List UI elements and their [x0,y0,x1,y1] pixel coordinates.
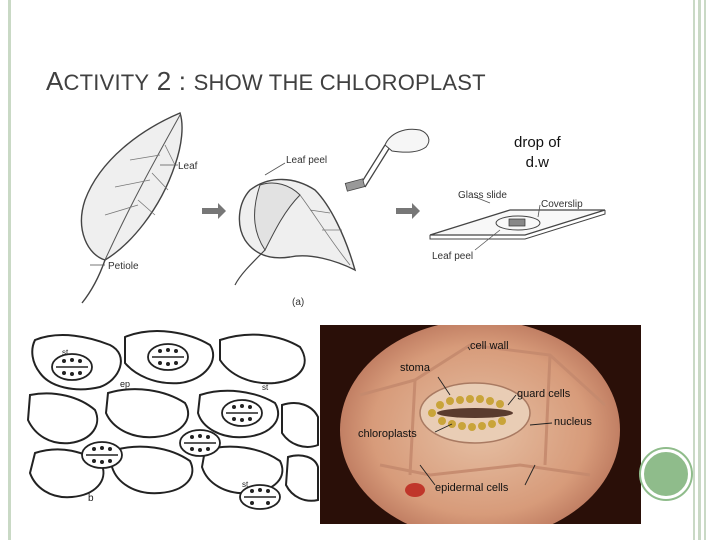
leaf-peel-diagram: Leaf Petiole Leaf peel Glass slide Cover… [80,112,606,308]
st-label: st [262,383,269,392]
title-first-letter: A [46,66,64,96]
glass-slide-edge [429,210,606,240]
red-spot [405,483,425,497]
cell-wall-label: cell wall [470,340,509,352]
hand [384,128,430,153]
cell-outline [104,388,190,439]
cell-wall-line [359,343,607,407]
stoma [239,484,281,510]
title-number: 2 : [149,66,194,96]
cell-outline [31,334,122,391]
cell-wall-line [408,379,417,476]
figure-caption: (a) [292,297,304,308]
petiole [234,249,266,286]
stoma [51,353,93,381]
guard-cells-label: guard cells [517,388,571,400]
folded-leaf-peel [254,182,301,251]
nucleus-label: nucleus [554,416,592,428]
cell-outline [196,389,280,439]
cell-outline [219,333,306,385]
b-label: b [88,493,94,504]
cell-outline [284,454,319,502]
leaf-label: Leaf [178,161,198,172]
leader-line [474,196,491,204]
stomata-drawing: ep st st st b [26,330,319,510]
note-line: d.w [525,154,550,171]
cell-outline [26,392,99,445]
decorative-circle [641,449,691,499]
title-text: CTIVITY [63,70,150,95]
st-label: st [242,480,249,489]
cell-outline [124,330,215,385]
right-frame-line [693,0,695,540]
leader-line [419,464,436,486]
peel-strip [344,178,366,192]
stoma [221,399,263,427]
leader-line [437,376,451,396]
leaf-peel-label: Leaf peel [286,155,327,166]
leaf-outline [80,112,183,261]
arrow-icon [202,203,226,219]
cell-wall-line [379,463,591,477]
leader-line [474,229,501,251]
title-text: SHOW THE CHLOROPLAST [193,70,486,95]
leader-line [264,162,286,176]
leader-line [529,422,553,426]
leaf-vein [104,144,176,216]
petiole [81,259,106,304]
cell-outline [28,448,105,499]
stoma-label: stoma [400,362,431,374]
chloroplasts-label: chloroplasts [358,428,417,440]
slide-title: ACTIVITY 2 : SHOW THE CHLOROPLAST [46,66,486,97]
petiole-label: Petiole [108,261,139,272]
right-frame-line [704,0,706,540]
leaf-peel-label: Leaf peel [432,251,473,262]
right-frame-line [698,0,701,540]
ep-label: ep [120,379,130,389]
glass-slide-label: Glass slide [458,190,507,201]
stoma [147,343,189,371]
leader-line [434,423,453,433]
cell-outline [281,402,319,448]
left-frame-line [8,0,11,540]
stoma [179,429,221,457]
leaf-midrib [104,114,181,261]
stoma [81,441,123,469]
forceps [359,144,391,188]
coverslip-circle [495,215,541,231]
st-label: st [62,348,69,357]
cell-outline [200,445,284,495]
stoma-pore [437,408,513,418]
leader-line [467,346,471,351]
chloroplast-cluster [428,395,506,431]
drop-note: drop of d.w [514,133,561,173]
cell-outline [110,445,194,495]
coverslip-label: Coverslip [541,199,583,210]
leaf-vein [299,194,351,266]
note-line: drop of [514,134,561,151]
peel-on-slide [508,218,526,227]
leader-line [507,394,517,406]
leader-line [537,204,541,218]
stoma-micrograph: cell wall stoma guard cells nucleus chlo… [320,325,641,524]
leader-line [524,464,536,486]
epidermal-cells-label: epidermal cells [435,482,509,494]
arrow-icon [396,203,420,219]
cell-wall-line [543,354,552,466]
